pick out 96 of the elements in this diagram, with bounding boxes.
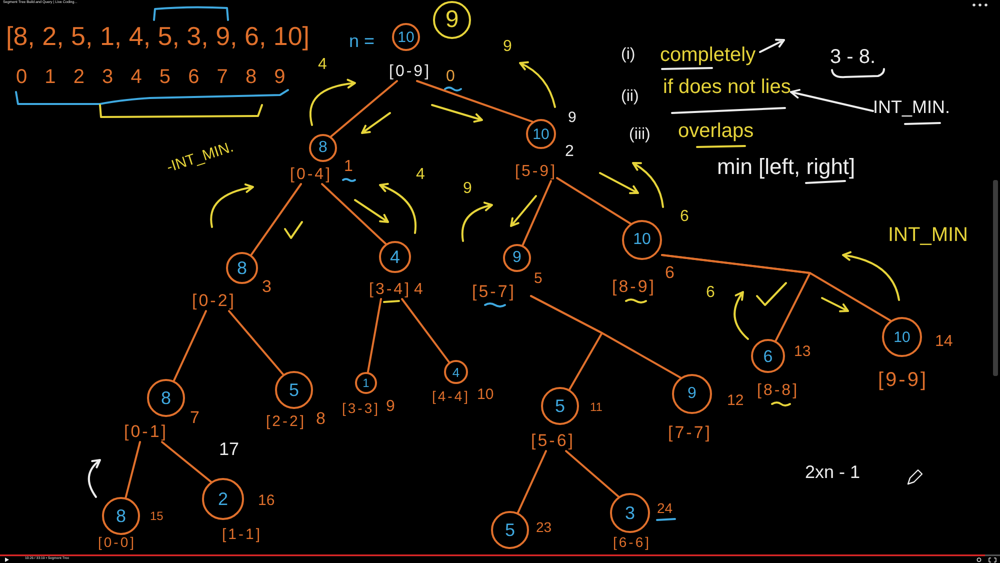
tree-node-circle: 5 — [275, 371, 313, 409]
index-label: 13 — [794, 344, 811, 360]
index-label: 11 — [590, 401, 602, 414]
index-label: 23 — [536, 520, 552, 536]
tree-edge — [366, 298, 382, 374]
range-label: [0-0] — [98, 535, 136, 550]
tree-node-circle: 9 — [672, 374, 712, 414]
index-label: 7 — [190, 409, 200, 428]
tree-edge — [124, 441, 141, 499]
index-label: 5 — [534, 271, 542, 288]
return-value: 9 — [568, 110, 576, 126]
range-label: [3-3] — [342, 401, 380, 416]
tree-node-circle: 8 — [102, 497, 140, 535]
index-label: 14 — [935, 333, 953, 351]
tree-edge — [530, 295, 682, 379]
size-label: n = — [349, 32, 375, 52]
tree-edge — [321, 183, 387, 245]
index-label: 6 — [665, 264, 674, 283]
case-number: (i) — [621, 46, 636, 64]
tree-edge — [250, 183, 302, 256]
tree-edge — [565, 450, 620, 498]
range-label: [3-4] — [369, 281, 412, 299]
return-value-text: INT_MIN. — [873, 98, 950, 118]
query-range: 3 - 8. — [830, 46, 876, 68]
return-value: 4 — [416, 166, 425, 184]
array-values: [8, 2, 5, 1, 4, 5, 3, 9, 6, 10] — [6, 22, 310, 51]
tree-edge — [161, 441, 212, 483]
tree-node-circle: 1 — [355, 372, 377, 394]
tree-edge — [556, 177, 632, 225]
tree-edge — [172, 310, 207, 382]
range-label: [0-4] — [290, 166, 332, 184]
range-label: [6-6] — [613, 535, 652, 550]
range-label: [5-9] — [515, 163, 558, 181]
case-number: (ii) — [621, 88, 639, 106]
tree-edge — [522, 180, 552, 246]
tree-edge — [330, 80, 398, 138]
formula: 2xn - 1 — [805, 463, 860, 483]
range-label: [8-8] — [757, 382, 800, 400]
range-label: [0-9] — [389, 63, 432, 81]
note-text: overlaps — [678, 120, 754, 142]
index-label: 8 — [316, 410, 326, 429]
range-label: [5-7] — [472, 283, 516, 302]
range-label: [5-6] — [531, 432, 576, 451]
tree-node-circle: 8 — [309, 134, 337, 162]
tree-edge — [516, 450, 547, 514]
index-label: 2 — [565, 143, 574, 161]
tree-node-circle: 8 — [226, 252, 258, 284]
arrow — [790, 89, 874, 112]
return-value: 6 — [680, 208, 689, 226]
return-value: 4 — [318, 56, 327, 74]
index-label: 0 — [446, 68, 455, 86]
tree-edge — [401, 298, 450, 364]
return-value: 6 — [706, 284, 715, 302]
tree-node-circle: 6 — [751, 339, 785, 373]
tree-node-circle: 10 — [622, 220, 662, 260]
tree-edge — [228, 310, 284, 376]
range-label: [1-1] — [222, 527, 262, 544]
index-label: 3 — [262, 278, 272, 297]
return-value: INT_MIN — [888, 224, 968, 246]
return-value: 9 — [503, 38, 512, 56]
range-label: [7-7] — [668, 424, 712, 443]
case-number: (iii) — [629, 126, 650, 144]
note-text: completely — [660, 44, 756, 66]
range-label: [4-4] — [432, 389, 470, 404]
tree-node-circle: 9 — [503, 244, 531, 272]
tree-edge — [416, 80, 534, 123]
tree-node-circle: 10 — [526, 119, 556, 149]
tree-node-circle: 10 — [882, 317, 922, 357]
return-value: 9 — [463, 180, 472, 198]
answer-circle: 9 — [433, 1, 471, 39]
index-label: 12 — [727, 393, 744, 410]
index-label: 10 — [477, 387, 494, 404]
range-label: [9-9] — [878, 369, 928, 391]
range-label: [8-9] — [612, 278, 656, 297]
index-label: 4 — [414, 281, 423, 299]
tree-node-circle: 5 — [491, 511, 529, 549]
formula: min [left, right] — [717, 155, 856, 180]
tree-node-circle: 4 — [379, 241, 411, 273]
tree-node-circle: 2 — [202, 478, 244, 520]
tree-node-circle: 4 — [444, 360, 468, 384]
tree-node-circle: 5 — [541, 387, 579, 425]
tree-node-circle: 10 — [392, 23, 420, 51]
range-label: [0-2] — [192, 292, 236, 311]
tree-node-circle: 3 — [610, 493, 650, 533]
range-label: [2-2] — [266, 414, 306, 430]
note-number: 17 — [219, 440, 240, 460]
range-label: [0-1] — [124, 423, 168, 442]
index-label: 16 — [258, 493, 275, 510]
note-text: if does not lies — [663, 76, 791, 98]
index-label: 24 — [657, 501, 673, 516]
index-label: 1 — [344, 158, 353, 176]
array-indices: 0 1 2 3 4 5 6 7 8 9 — [16, 66, 286, 88]
tree-node-circle: 8 — [147, 379, 185, 417]
index-label: 15 — [150, 510, 164, 524]
tree-edge — [661, 254, 892, 322]
index-label: 9 — [386, 398, 395, 416]
